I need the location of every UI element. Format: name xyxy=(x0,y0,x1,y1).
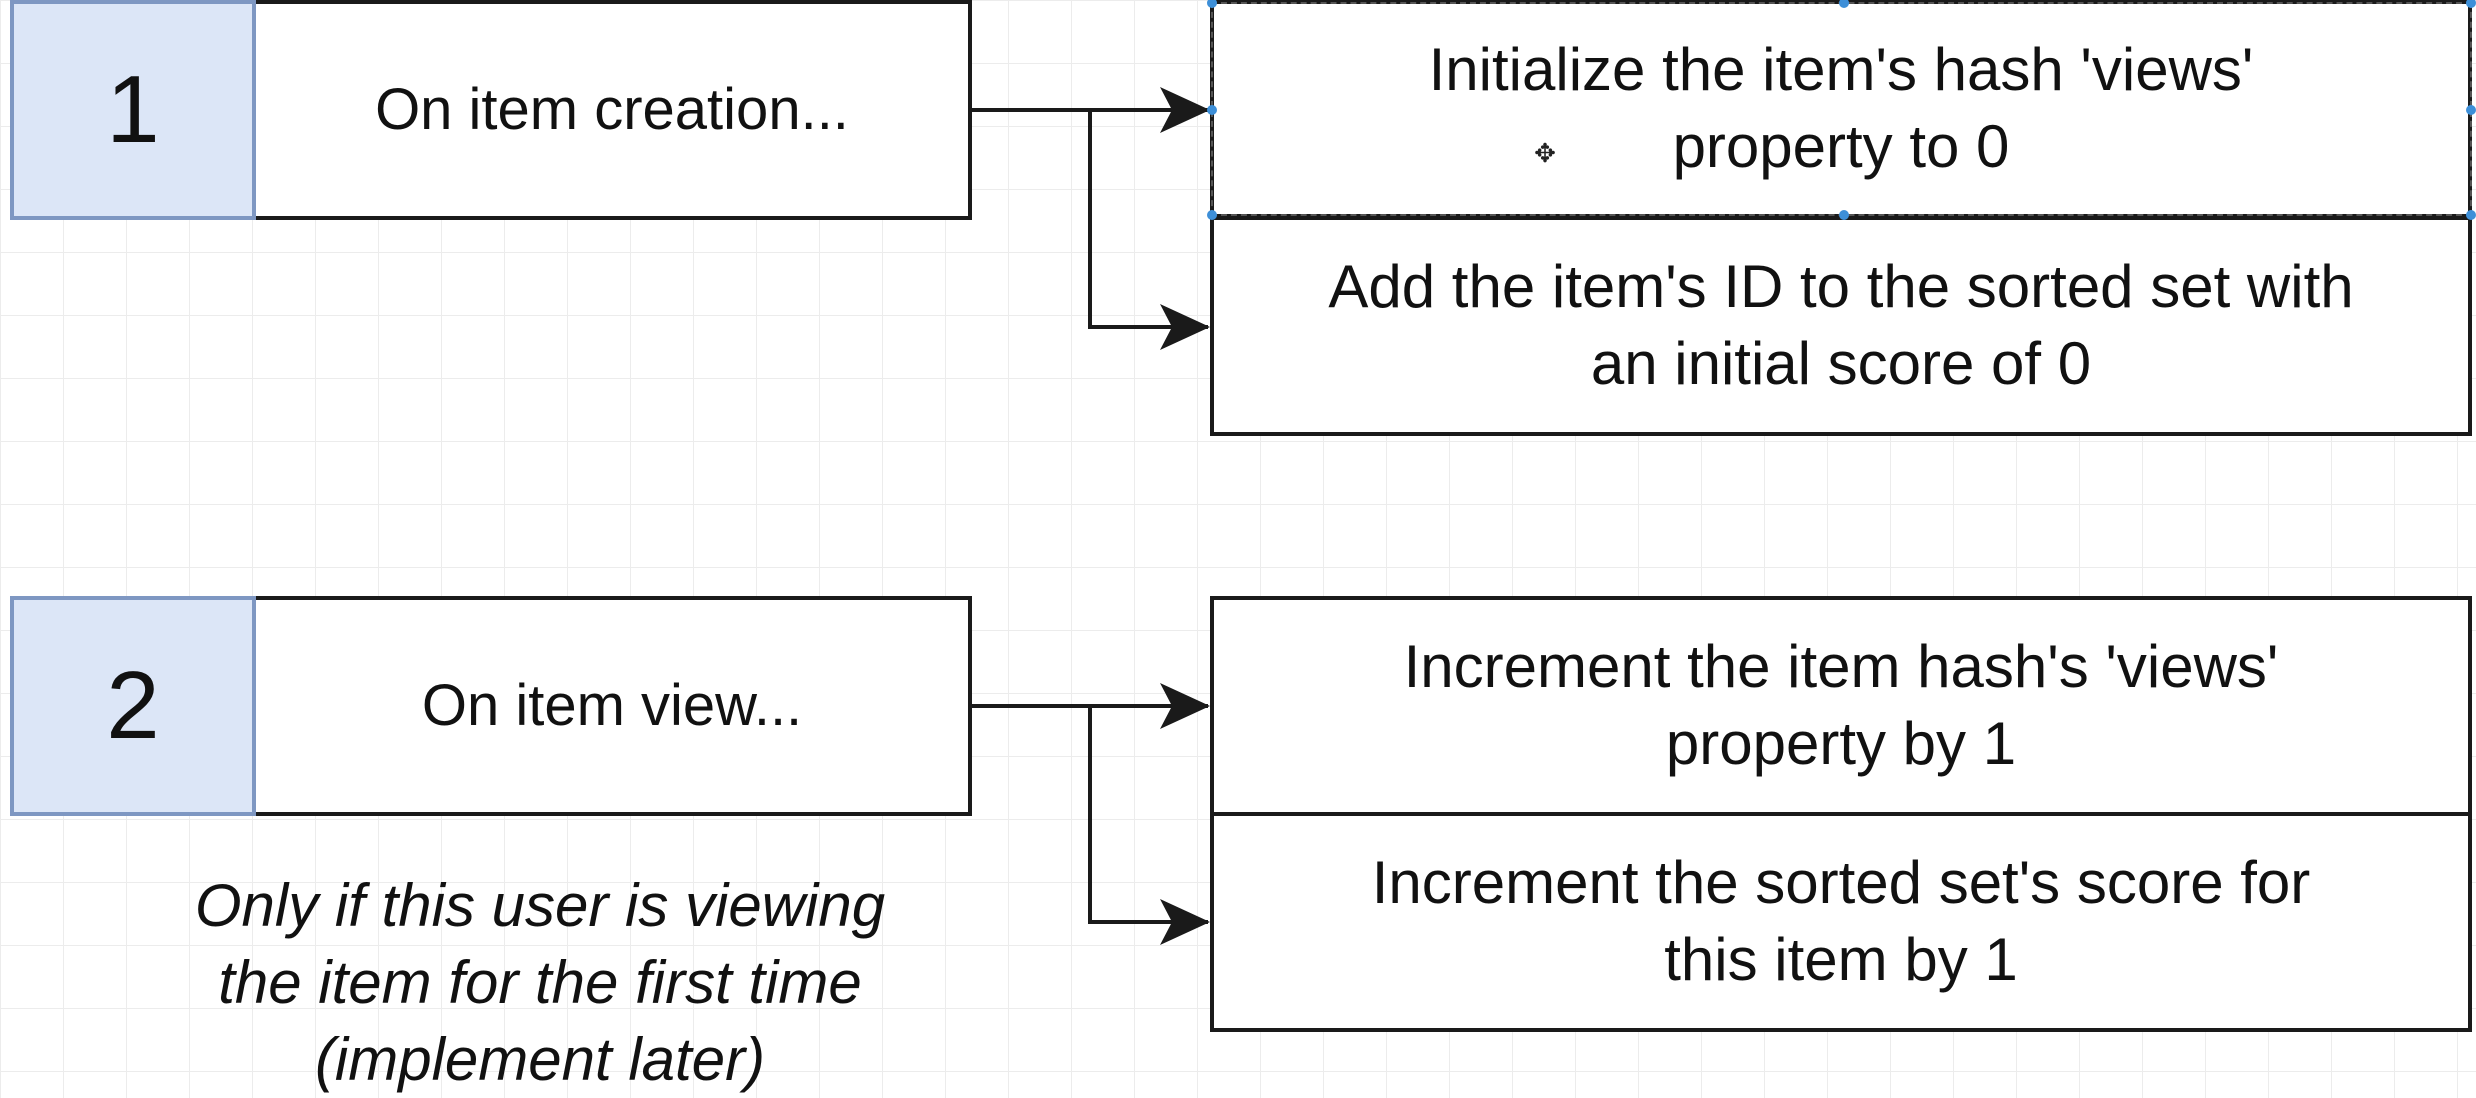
step-2-number-text: 2 xyxy=(106,651,160,759)
step-1-number[interactable]: 1 xyxy=(10,0,256,220)
step-1-label-box[interactable]: On item creation... xyxy=(252,0,972,220)
selection-handle-bottom-left[interactable] xyxy=(1207,210,1217,220)
selection-handle-middle-right[interactable] xyxy=(2466,105,2476,115)
selection-handle-top-left[interactable] xyxy=(1207,0,1217,8)
connector-step-1[interactable] xyxy=(972,87,1210,350)
step-1-number-text: 1 xyxy=(106,55,160,163)
arrow-step-1-to-action-2[interactable] xyxy=(1088,110,1210,350)
action-add-to-sorted-set-line-2: an initial score of 0 xyxy=(1590,330,2092,397)
move-cursor-icon: ✥ xyxy=(1534,138,1556,168)
action-initialize-views-box[interactable]: Initialize the item's hash 'views' prope… xyxy=(1210,0,2472,218)
action-initialize-views-line-2: property to 0 xyxy=(1672,113,2010,180)
step-2-number[interactable]: 2 xyxy=(10,596,256,816)
action-increment-score-line-2: this item by 1 xyxy=(1664,926,2018,993)
selection-handle-top-right[interactable] xyxy=(2466,0,2476,8)
selection-handle-bottom-center[interactable] xyxy=(1839,210,1849,220)
action-increment-views-box[interactable]: Increment the item hash's 'views' proper… xyxy=(1210,596,2472,816)
selection-handle-top-center[interactable] xyxy=(1839,0,1849,8)
step-1-label: On item creation... xyxy=(375,76,849,142)
arrow-step-2-to-action-2[interactable] xyxy=(1088,706,1210,945)
selection-handle-middle-left[interactable] xyxy=(1207,105,1217,115)
action-increment-score-box[interactable]: Increment the sorted set's score for thi… xyxy=(1210,812,2472,1032)
selection-handle-bottom-right[interactable] xyxy=(2466,210,2476,220)
action-add-to-sorted-set-box[interactable]: Add the item's ID to the sorted set with… xyxy=(1210,216,2472,436)
first-view-note-line-2: the item for the first time xyxy=(218,948,862,1016)
step-2-label: On item view... xyxy=(421,672,803,738)
step-2-label-box[interactable]: On item view... xyxy=(252,596,972,816)
first-view-note-line-1: Only if this user is viewing xyxy=(194,872,886,939)
action-increment-views-line-2: property by 1 xyxy=(1665,710,2017,777)
first-view-note-line-3: (implement later) xyxy=(314,1025,766,1093)
action-increment-views-line-1: Increment the item hash's 'views' xyxy=(1403,633,2279,701)
action-initialize-views-line-1: Initialize the item's hash 'views' xyxy=(1428,36,2254,104)
first-view-note: Only if this user is viewing the item fo… xyxy=(80,868,1000,1098)
connector-step-2[interactable] xyxy=(972,683,1210,945)
action-increment-score-line-1: Increment the sorted set's score for xyxy=(1371,849,2311,917)
action-add-to-sorted-set-line-1: Add the item's ID to the sorted set with xyxy=(1328,253,2354,321)
